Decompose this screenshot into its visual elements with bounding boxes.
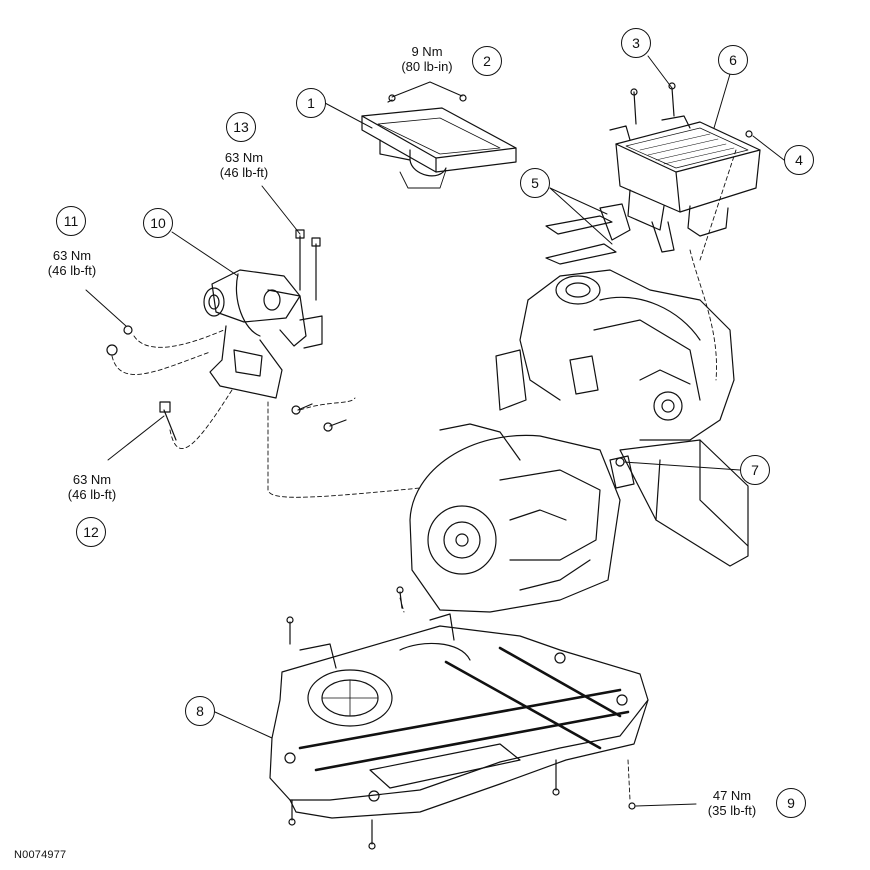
torque-label-9: 47 Nm (35 lb-ft) (694, 788, 770, 818)
leader-lines (85, 55, 785, 807)
torque-11-imperial: (46 lb-ft) (47, 263, 97, 278)
torque-11-metric: 63 Nm (52, 248, 92, 263)
figure-reference-id: N0074977 (14, 849, 67, 861)
callout-2-number: 2 (483, 53, 491, 69)
callout-11: 11 (56, 206, 86, 236)
callout-3: 3 (621, 28, 651, 58)
torque-label-11: 63 Nm (46 lb-ft) (34, 248, 110, 278)
callout-11-number: 11 (63, 213, 79, 229)
callout-2: 2 (472, 46, 502, 76)
torque-label-12: 63 Nm (46 lb-ft) (54, 472, 130, 502)
fuse-box (545, 82, 761, 265)
callout-7-number: 7 (751, 462, 759, 478)
callout-1: 1 (296, 88, 326, 118)
callout-10: 10 (143, 208, 173, 238)
torque-13-imperial: (46 lb-ft) (219, 165, 269, 180)
callout-13: 13 (226, 112, 256, 142)
callout-9-number: 9 (787, 795, 795, 811)
torque-label-2: 9 Nm (80 lb-in) (384, 44, 470, 74)
callout-12: 12 (76, 517, 106, 547)
callout-3-number: 3 (632, 35, 640, 51)
torque-2-imperial: (80 lb-in) (401, 59, 453, 74)
dashed-guides (111, 149, 737, 801)
callout-10-number: 10 (150, 215, 166, 231)
torque-12-metric: 63 Nm (72, 472, 112, 487)
module-bracket (361, 94, 517, 189)
torque-13-metric: 63 Nm (224, 150, 264, 165)
callout-13-number: 13 (233, 119, 249, 135)
torque-9-imperial: (35 lb-ft) (707, 803, 757, 818)
torque-12-imperial: (46 lb-ft) (67, 487, 117, 502)
callout-4: 4 (784, 145, 814, 175)
callout-1-number: 1 (307, 95, 315, 111)
callout-5-number: 5 (531, 175, 539, 191)
torque-9-metric: 47 Nm (712, 788, 752, 803)
callout-5: 5 (520, 168, 550, 198)
torque-label-13: 63 Nm (46 lb-ft) (206, 150, 282, 180)
callout-8: 8 (185, 696, 215, 726)
callout-6-number: 6 (729, 52, 737, 68)
callout-6: 6 (718, 45, 748, 75)
callout-4-number: 4 (795, 152, 803, 168)
engine-mount (106, 229, 347, 441)
callout-8-number: 8 (196, 703, 204, 719)
splash-shield (269, 586, 649, 850)
callout-7: 7 (740, 455, 770, 485)
callout-9: 9 (776, 788, 806, 818)
transaxle-assembly (409, 269, 749, 613)
torque-2-metric: 9 Nm (411, 44, 443, 59)
callout-12-number: 12 (83, 524, 99, 540)
